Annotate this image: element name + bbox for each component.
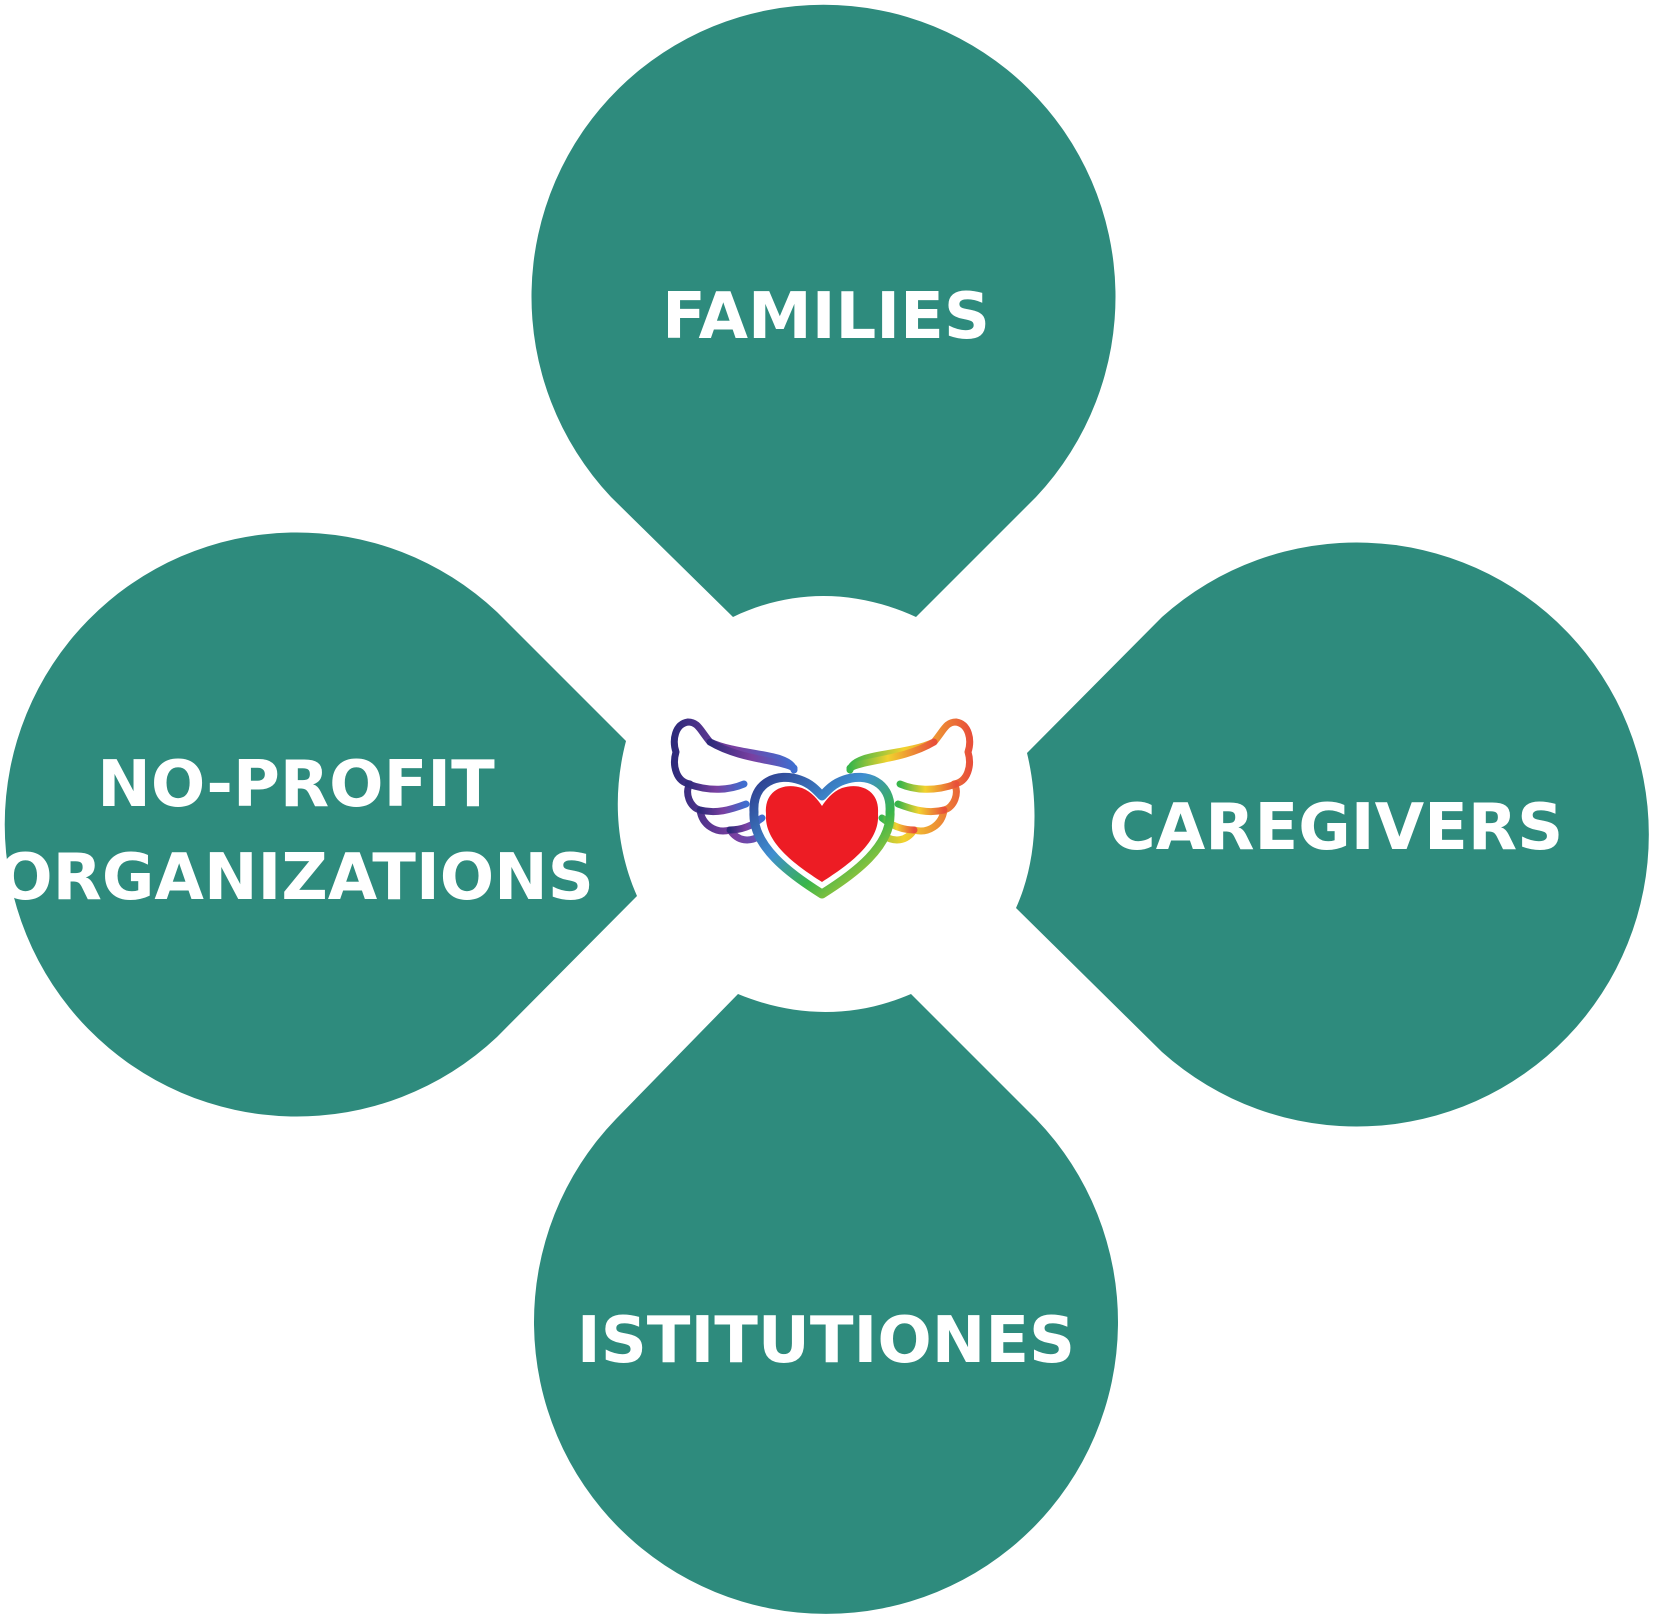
petal-caregivers-label: CAREGIVERS	[1109, 791, 1563, 865]
heart-with-wings-logo[interactable]	[670, 718, 974, 899]
petal-istitutiones-label: ISTITUTIONES	[577, 1304, 1075, 1378]
petal-caregivers[interactable]: CAREGIVERS	[1016, 542, 1649, 1127]
petal-families-label: FAMILIES	[662, 280, 990, 354]
petal-no-profit-organizations-label-line-1: NO-PROFIT	[97, 748, 495, 822]
petal-families[interactable]: FAMILIES	[531, 4, 1116, 618]
petal-families-shape	[531, 4, 1116, 618]
right-wing-icon	[846, 718, 974, 844]
petal-istitutiones[interactable]: ISTITUTIONES	[534, 994, 1118, 1614]
heart-outline-icon	[749, 772, 895, 899]
petal-no-profit-organizations-shape	[4, 532, 637, 1117]
petal-caregivers-shape	[1016, 542, 1649, 1127]
petal-istitutiones-shape	[534, 994, 1118, 1614]
petal-no-profit-organizations[interactable]: NO-PROFIT ORGANIZATIONS	[0, 532, 637, 1117]
left-wing-icon	[670, 718, 798, 844]
heart-icon	[765, 786, 879, 882]
petal-no-profit-organizations-label-line-2: ORGANIZATIONS	[0, 841, 594, 915]
